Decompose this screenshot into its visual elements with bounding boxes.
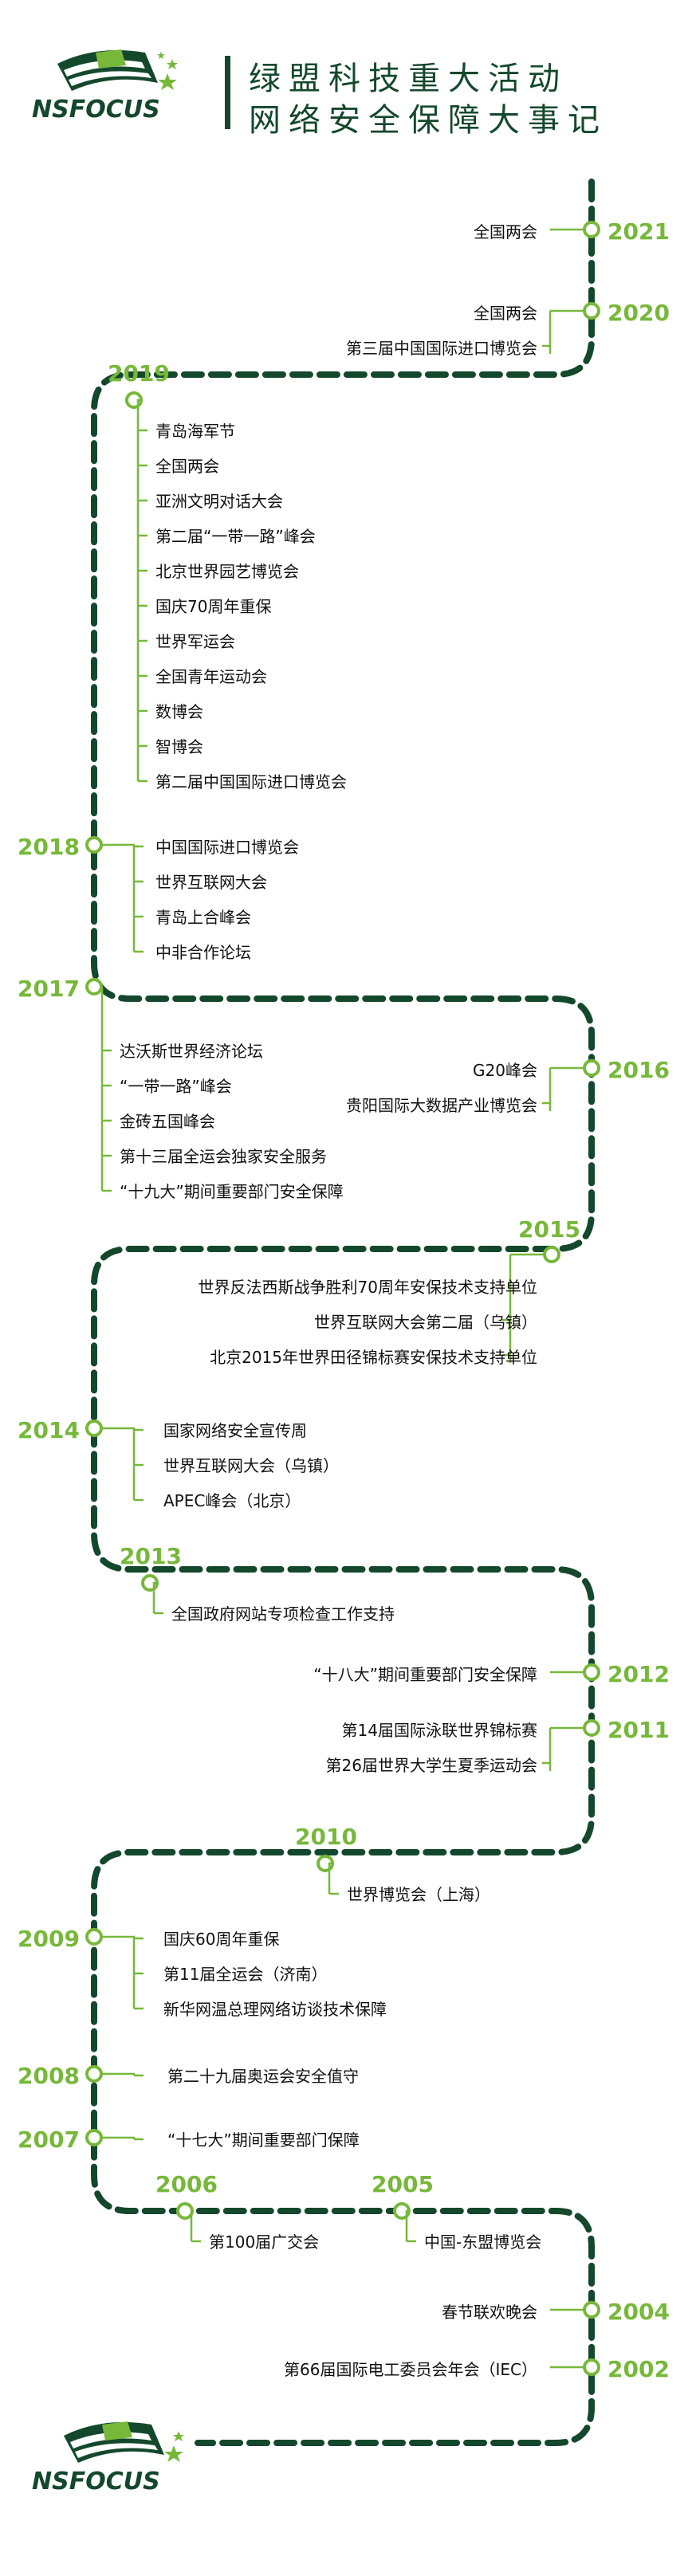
header-title-line2: 网络安全保障大事记 (249, 102, 608, 139)
timeline-node (583, 221, 600, 238)
header-brand: NSFOCUS (32, 96, 160, 124)
event-label: 春节联欢晚会 (442, 2303, 537, 2322)
year-label: 2010 (295, 1824, 357, 1850)
year-label: 2018 (18, 834, 80, 860)
event-connector (102, 1427, 136, 1500)
event-label: 第十三届全运会独家安全服务 (120, 1147, 327, 1166)
year-label: 2013 (120, 1543, 182, 1569)
event-label: 世界军运会 (155, 632, 235, 651)
timeline-node (85, 2129, 103, 2146)
event-label: 全国两会 (474, 304, 537, 323)
timeline-node (176, 2202, 194, 2220)
event-label: “十八大”期间重要部门安全保障 (313, 1665, 537, 1684)
event-connector (328, 1862, 333, 1894)
timeline-node (583, 1059, 600, 1077)
event-label: APEC峰会（北京） (163, 1491, 301, 1510)
year-label: 2021 (608, 218, 670, 245)
nsfocus-flag-logo-footer (64, 2421, 184, 2463)
event-connector (136, 399, 142, 781)
event-label: “十九大”期间重要部门安全保障 (120, 1182, 344, 1201)
event-label: 金砖五国峰会 (120, 1112, 215, 1131)
event-connector (102, 1935, 136, 2009)
event-connector (405, 2209, 410, 2241)
year-label: 2008 (18, 2063, 80, 2089)
year-label: 2014 (18, 1417, 80, 1443)
event-label: 全国两会 (474, 222, 537, 242)
year-label: 2007 (18, 2126, 80, 2153)
timeline-node (543, 1246, 560, 1263)
year-label: 2009 (18, 1926, 80, 1952)
event-label: 北京世界园艺博览会 (155, 562, 299, 581)
footer-brand: NSFOCUS (32, 2468, 160, 2496)
event-label: 数博会 (155, 702, 203, 721)
nsfocus-flag-logo (57, 49, 178, 91)
timeline-node (85, 836, 103, 854)
event-label: 第26届世界大学生夏季运动会 (326, 1756, 537, 1775)
timeline-node (583, 302, 600, 320)
event-label: 国庆60周年重保 (163, 1930, 279, 1949)
timeline-path (91, 179, 595, 2446)
event-label: “一带一路”峰会 (120, 1077, 232, 1096)
event-label: 贵阳国际大数据产业博览会 (346, 1096, 537, 1115)
event-label: “十七大”期间重要部门保障 (167, 2130, 360, 2150)
year-label: 2017 (18, 976, 80, 1002)
timeline-node (583, 1663, 600, 1681)
event-label: 青岛海军节 (155, 422, 235, 441)
event-connector (102, 2136, 136, 2139)
year-label: 2020 (608, 300, 670, 326)
timeline-node (85, 1928, 103, 1946)
event-label: 第二届中国国际进口博览会 (155, 772, 347, 791)
event-connector (102, 2072, 136, 2075)
event-label: 全国两会 (155, 457, 219, 476)
event-label: 国庆70周年重保 (155, 597, 271, 616)
year-label: 2006 (155, 2171, 218, 2197)
year-label: 2016 (608, 1057, 670, 1083)
year-label: 2015 (518, 1216, 580, 1243)
event-label: G20峰会 (473, 1061, 537, 1080)
event-label: 青岛上合峰会 (155, 908, 251, 927)
timeline-node (583, 1719, 600, 1737)
event-connector (152, 1581, 158, 1613)
event-label: 第100届广交会 (209, 2232, 319, 2252)
event-label: 第66届国际电工委员会年会（IEC） (284, 2360, 537, 2379)
year-label: 2002 (608, 2356, 670, 2382)
event-label: 世界互联网大会（乌镇） (163, 1456, 339, 1475)
year-label: 2012 (608, 1661, 670, 1687)
event-label: 达沃斯世界经济论坛 (120, 1042, 263, 1061)
event-label: 第14届国际泳联世界锦标赛 (342, 1721, 537, 1740)
event-connector (102, 843, 136, 952)
event-label: 世界反法西斯战争胜利70周年安保技术支持单位 (199, 1278, 537, 1297)
event-label: 中国国际进口博览会 (155, 838, 299, 857)
timeline-node (85, 978, 103, 995)
event-connector (190, 2209, 193, 2241)
event-label: 第三届中国国际进口博览会 (346, 339, 537, 358)
event-label: 第11届全运会（济南） (163, 1965, 327, 1984)
timeline-node (583, 2358, 600, 2376)
event-label: 全国青年运动会 (155, 667, 267, 686)
year-label: 2005 (372, 2171, 434, 2197)
event-label: 智博会 (155, 737, 203, 756)
header-title-line1: 绿盟科技重大活动 (249, 61, 568, 97)
event-label: 国家网络安全宣传周 (163, 1421, 307, 1440)
year-label: 2004 (608, 2299, 670, 2325)
event-label: 中国-东盟博览会 (424, 2232, 541, 2252)
event-label: 第二届“一带一路”峰会 (155, 527, 316, 546)
timeline-node (583, 2301, 600, 2319)
event-label: 第二十九届奥运会安全值守 (167, 2067, 359, 2086)
event-label: 世界互联网大会 (155, 873, 267, 892)
event-label: 世界互联网大会第二届（乌镇） (314, 1313, 537, 1332)
timeline-node (85, 2065, 103, 2083)
year-label: 2019 (108, 360, 170, 387)
year-label: 2011 (608, 1717, 670, 1743)
event-label: 亚洲文明对话大会 (155, 492, 283, 511)
event-label: 世界博览会（上海） (347, 1885, 490, 1904)
event-label: 新华网温总理网络访谈技术保障 (163, 2000, 387, 2019)
event-label: 全国政府网站专项检查工作支持 (171, 1604, 395, 1624)
timeline-node (85, 1420, 103, 1437)
event-label: 中非合作论坛 (155, 943, 251, 962)
event-label: 北京2015年世界田径锦标赛安保技术支持单位 (210, 1348, 537, 1367)
header-divider (225, 56, 230, 129)
